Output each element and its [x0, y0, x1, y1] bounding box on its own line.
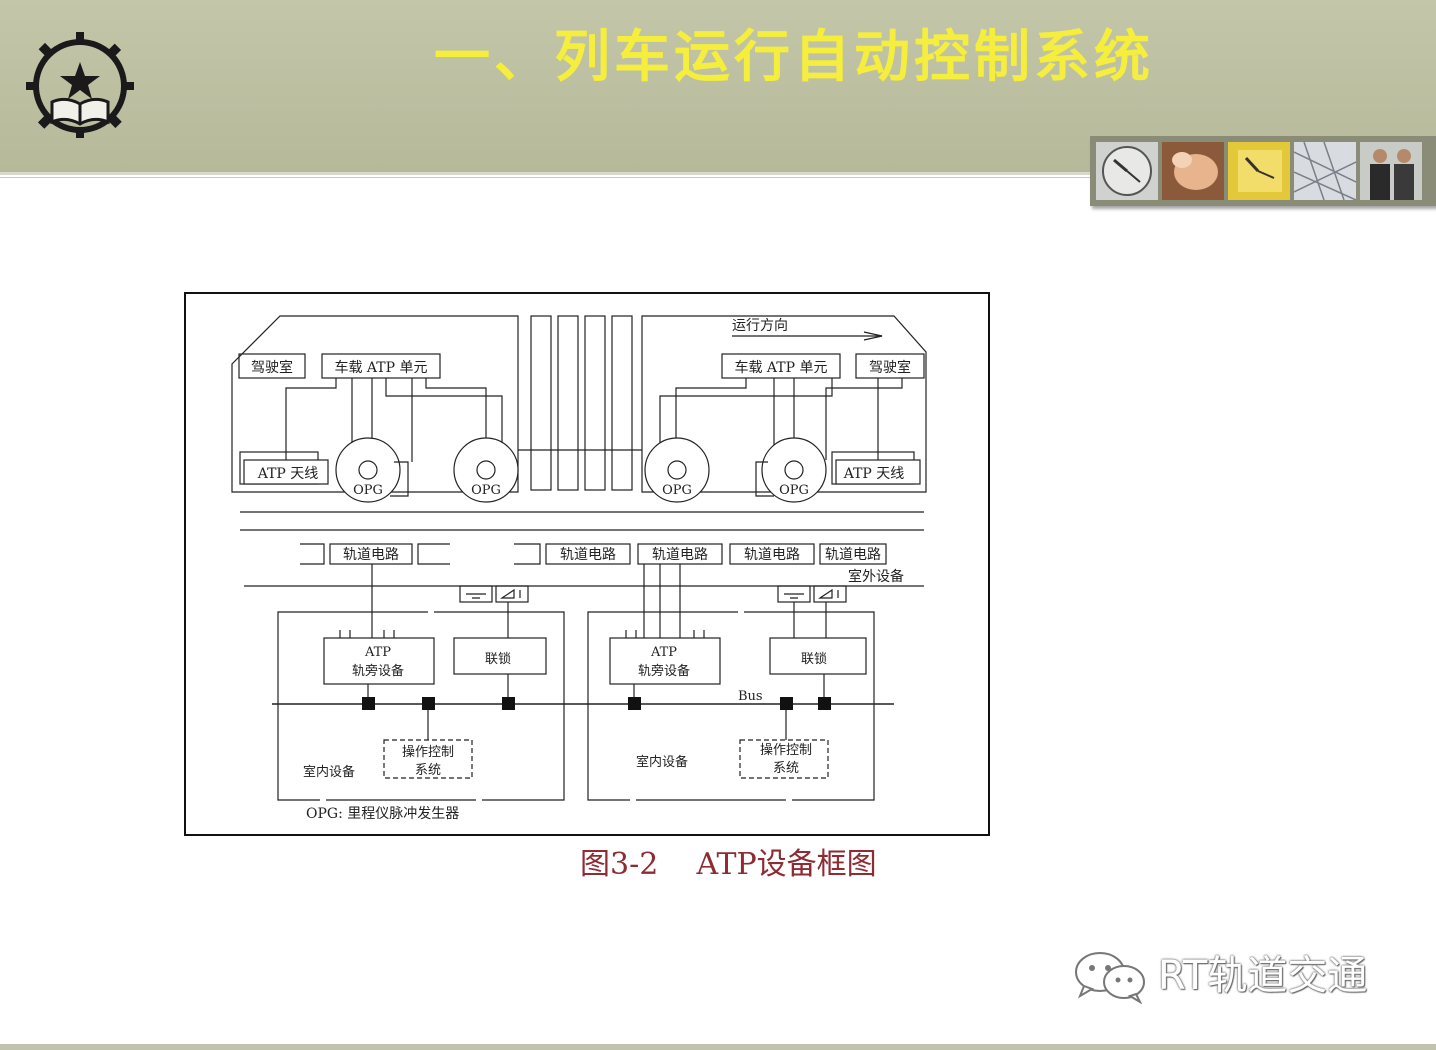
header-divider-thin [0, 177, 1436, 178]
left-interlock-label: 联锁 [485, 651, 511, 667]
left-ops-line1: 操作控制 [402, 744, 454, 760]
middle-car-bar-2 [557, 315, 579, 491]
yellow-clock-photo-thumbnail [1228, 142, 1290, 200]
track-circuit-label: 轨道电路 [744, 547, 800, 563]
opg-wheel [644, 437, 710, 503]
direction-label: 运行方向 [732, 318, 788, 334]
bus-node [780, 697, 793, 710]
left-indoor-label: 室内设备 [303, 764, 355, 780]
bus-label: Bus [738, 689, 763, 704]
left-ops-line2: 系统 [415, 763, 441, 778]
businessmen-photo-thumbnail [1360, 142, 1422, 200]
figure-caption: 图3-2 ATP设备框图 [580, 847, 877, 882]
track-circuit-label: 轨道电路 [652, 547, 708, 563]
watermark-text: RT轨道交通 [1158, 953, 1368, 999]
opg-legend: OPG: 里程仪脉冲发生器 [306, 806, 459, 822]
atp-equipment-diagram: 运行方向 驾驶室 车载 ATP 单元 车载 ATP 单元 驾驶室 ATP 天线 … [184, 292, 990, 836]
right-cab-label: 驾驶室 [869, 359, 911, 376]
opg-wheel [453, 437, 519, 503]
bus-node [362, 697, 375, 710]
opg-label: OPG [779, 483, 809, 498]
clock-photo-thumbnail [1096, 142, 1158, 200]
bus-node [818, 697, 831, 710]
track-circuit-label: 轨道电路 [560, 547, 616, 563]
right-car-body [641, 315, 927, 493]
right-interlock-label: 联锁 [801, 651, 827, 667]
opg-label: OPG [662, 483, 692, 498]
bus-node [502, 697, 515, 710]
opg-wheel [761, 437, 827, 503]
right-atp-unit-label: 车载 ATP 单元 [734, 359, 827, 376]
left-atp-unit-label: 车载 ATP 单元 [334, 359, 427, 376]
bus-node [422, 697, 435, 710]
right-ops-line2: 系统 [773, 761, 799, 776]
middle-car-bar-4 [611, 315, 633, 491]
outdoor-equipment-label: 室外设备 [848, 568, 904, 585]
track-circuit-label: 轨道电路 [343, 547, 399, 563]
right-ops-line1: 操作控制 [760, 742, 812, 758]
left-antenna-label: ATP 天线 [257, 466, 319, 482]
right-atp-wayside-line2: 轨旁设备 [638, 663, 690, 679]
middle-car-bar-3 [584, 315, 606, 491]
left-atp-wayside-line1: ATP [364, 645, 391, 660]
right-atp-wayside-line1: ATP [650, 645, 677, 660]
left-atp-wayside-line2: 轨旁设备 [352, 663, 404, 679]
opg-wheel [335, 437, 401, 503]
slide-title: 一、列车运行自动控制系统 [434, 25, 1154, 90]
grid-photo-thumbnail [1294, 142, 1356, 200]
gear-star-book-emblem-icon [26, 32, 134, 138]
header-divider [0, 172, 1436, 175]
middle-car-bar-1 [530, 315, 552, 491]
left-car-body [231, 315, 519, 493]
bus-node [628, 697, 641, 710]
wechat-icon [1075, 952, 1145, 1004]
track-circuit-label: 轨道电路 [825, 547, 881, 563]
watermark: RT轨道交通 [1070, 948, 1410, 1004]
left-cab-label: 驾驶室 [251, 359, 293, 376]
opg-label: OPG [353, 483, 383, 498]
person-photo-thumbnail [1162, 142, 1224, 200]
right-antenna-label: ATP 天线 [843, 466, 905, 482]
footer-divider [0, 1044, 1436, 1050]
opg-label: OPG [471, 483, 501, 498]
photo-strip [1090, 136, 1436, 206]
right-indoor-label: 室内设备 [636, 754, 688, 770]
